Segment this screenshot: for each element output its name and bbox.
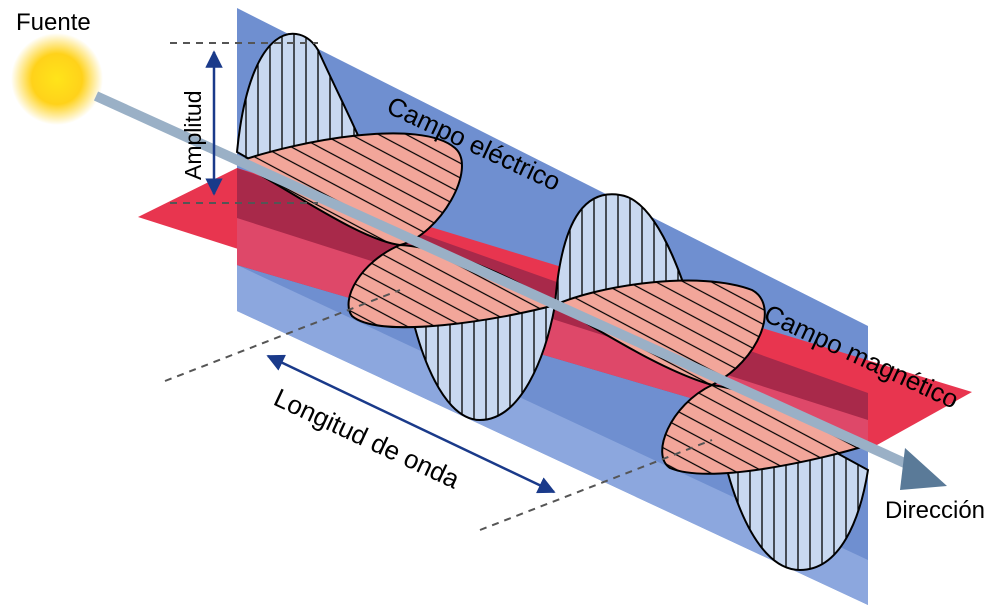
wavelength-left-guide [164, 289, 401, 382]
direction-arrowhead [900, 448, 947, 490]
wavelength-arrow [266, 354, 556, 494]
magnetic-lobe-3 [552, 279, 766, 387]
wavelength-right-guide [479, 439, 713, 531]
source-label: Fuente [16, 9, 91, 36]
sun-icon [11, 33, 103, 125]
amplitude-label: Amplitud [180, 91, 206, 180]
magnetic-lobe-1 [234, 132, 463, 247]
direction-label: Dirección [885, 497, 985, 524]
propagation-axis [93, 91, 923, 475]
